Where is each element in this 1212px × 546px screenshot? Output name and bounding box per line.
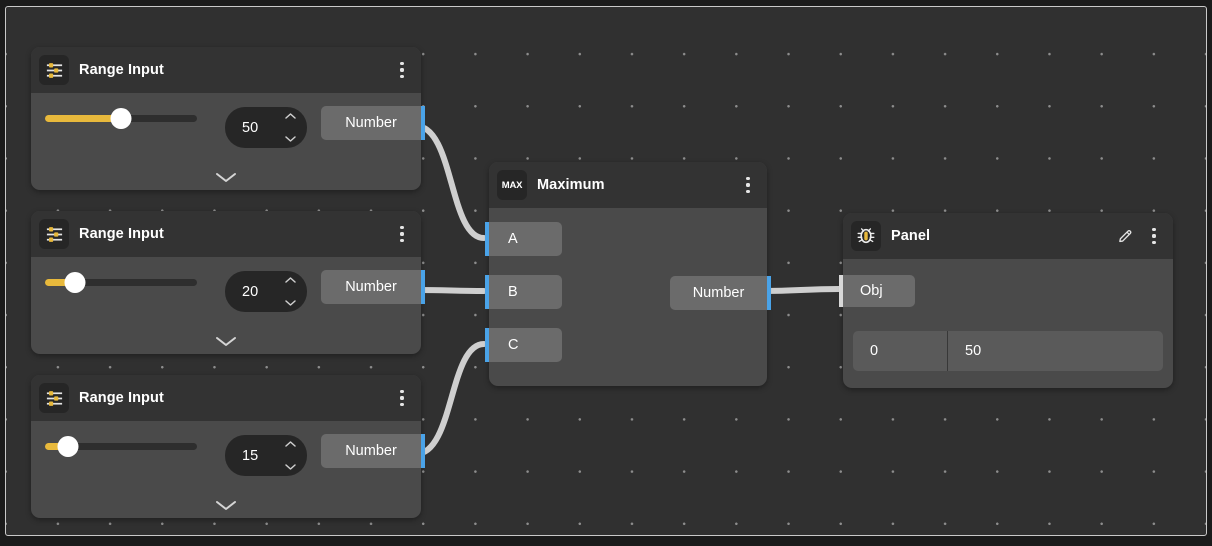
sliders-icon (39, 219, 69, 249)
node-header[interactable]: Range Input (31, 375, 421, 421)
output-port-number[interactable]: Number (321, 106, 425, 140)
range-slider[interactable] (45, 271, 197, 293)
node-body: 15 Number (31, 421, 425, 518)
edge-maximum-to-panel-obj (762, 286, 842, 294)
output-port-number[interactable]: Number (321, 270, 425, 304)
range-value-input[interactable]: 15 (225, 435, 307, 476)
max-badge-label: MAX (501, 179, 523, 191)
sliders-icon (39, 383, 69, 413)
expand-toggle[interactable] (31, 334, 421, 348)
range-value: 15 (242, 447, 259, 464)
output-port-number[interactable]: Number (670, 276, 771, 310)
range-value: 50 (242, 119, 259, 136)
range-slider[interactable] (45, 435, 197, 457)
range-value-input[interactable]: 20 (225, 271, 307, 312)
edge-range3-to-maximum-c (413, 341, 487, 457)
port-connector-nub[interactable] (421, 106, 425, 140)
node-panel[interactable]: Panel Obj 0 50 (839, 213, 1173, 388)
chevron-down-icon (285, 136, 296, 142)
chevron-down-icon (285, 300, 296, 306)
output-port-label: Number (345, 443, 397, 459)
node-header[interactable]: Range Input (31, 211, 421, 257)
node-range-input-1[interactable]: Range Input 50 (31, 47, 425, 190)
output-port-label: Number (345, 115, 397, 131)
input-port-label: Obj (860, 283, 883, 299)
kebab-menu-icon[interactable] (393, 59, 411, 81)
node-range-input-2[interactable]: Range Input 20 (31, 211, 425, 354)
value-stepper[interactable] (284, 112, 298, 143)
node-header[interactable]: MAX Maximum (489, 162, 767, 208)
slider-thumb[interactable] (64, 271, 86, 293)
sliders-icon (39, 55, 69, 85)
output-port-label: Number (692, 285, 745, 301)
port-connector-nub[interactable] (767, 276, 771, 310)
value-stepper[interactable] (284, 440, 298, 471)
port-connector-nub[interactable] (421, 270, 425, 304)
range-value-input[interactable]: 50 (225, 107, 307, 148)
range-value: 20 (242, 283, 259, 300)
edge-range2-to-maximum-b (413, 287, 487, 294)
input-port-label: C (508, 337, 519, 353)
slider-thumb[interactable] (110, 107, 132, 129)
chevron-up-icon (285, 441, 296, 447)
chevron-up-icon (285, 277, 296, 283)
output-port-label: Number (345, 279, 397, 295)
kebab-menu-icon[interactable] (393, 223, 411, 245)
node-body: 20 Number (31, 257, 425, 354)
port-connector-nub[interactable] (839, 275, 843, 307)
node-body: 50 Number (31, 93, 425, 190)
chevron-down-icon (216, 501, 236, 510)
slider-thumb[interactable] (57, 435, 79, 457)
input-port-b[interactable]: B (485, 275, 562, 309)
max-badge-icon: MAX (497, 170, 527, 200)
port-connector-nub[interactable] (485, 275, 489, 309)
chevron-up-icon (285, 113, 296, 119)
node-body: A B C Number (485, 208, 771, 386)
chevron-down-icon (285, 464, 296, 470)
node-range-input-3[interactable]: Range Input 15 (31, 375, 425, 518)
expand-toggle[interactable] (31, 498, 421, 512)
edge-range1-to-maximum-a (413, 123, 487, 241)
node-header[interactable]: Panel (843, 213, 1173, 259)
port-connector-nub[interactable] (485, 222, 489, 256)
kebab-menu-icon[interactable] (393, 387, 411, 409)
table-row-index: 0 (853, 331, 948, 371)
node-maximum[interactable]: MAX Maximum A B C Number (485, 162, 771, 386)
output-port-number[interactable]: Number (321, 434, 425, 468)
node-title: Range Input (79, 390, 164, 406)
node-header[interactable]: Range Input (31, 47, 421, 93)
kebab-menu-icon[interactable] (1145, 225, 1163, 247)
node-editor-canvas[interactable]: Range Input 50 (5, 6, 1207, 536)
table-row-value: 50 (965, 343, 982, 359)
expand-toggle[interactable] (31, 170, 421, 184)
pencil-icon[interactable] (1115, 226, 1135, 246)
input-port-label: A (508, 231, 518, 247)
port-connector-nub[interactable] (485, 328, 489, 362)
node-title: Range Input (79, 62, 164, 78)
input-port-label: B (508, 284, 518, 300)
chevron-down-icon (216, 173, 236, 182)
panel-output-table: 0 50 (853, 331, 1163, 371)
port-connector-nub[interactable] (421, 434, 425, 468)
node-title: Maximum (537, 177, 605, 193)
chevron-down-icon (216, 337, 236, 346)
range-slider[interactable] (45, 107, 197, 129)
input-port-c[interactable]: C (485, 328, 562, 362)
kebab-menu-icon[interactable] (739, 174, 757, 196)
input-port-a[interactable]: A (485, 222, 562, 256)
node-body: Obj 0 50 (839, 259, 1173, 388)
bug-icon (851, 221, 881, 251)
value-stepper[interactable] (284, 276, 298, 307)
input-port-obj[interactable]: Obj (839, 275, 915, 307)
node-title: Range Input (79, 226, 164, 242)
node-title: Panel (891, 228, 931, 244)
